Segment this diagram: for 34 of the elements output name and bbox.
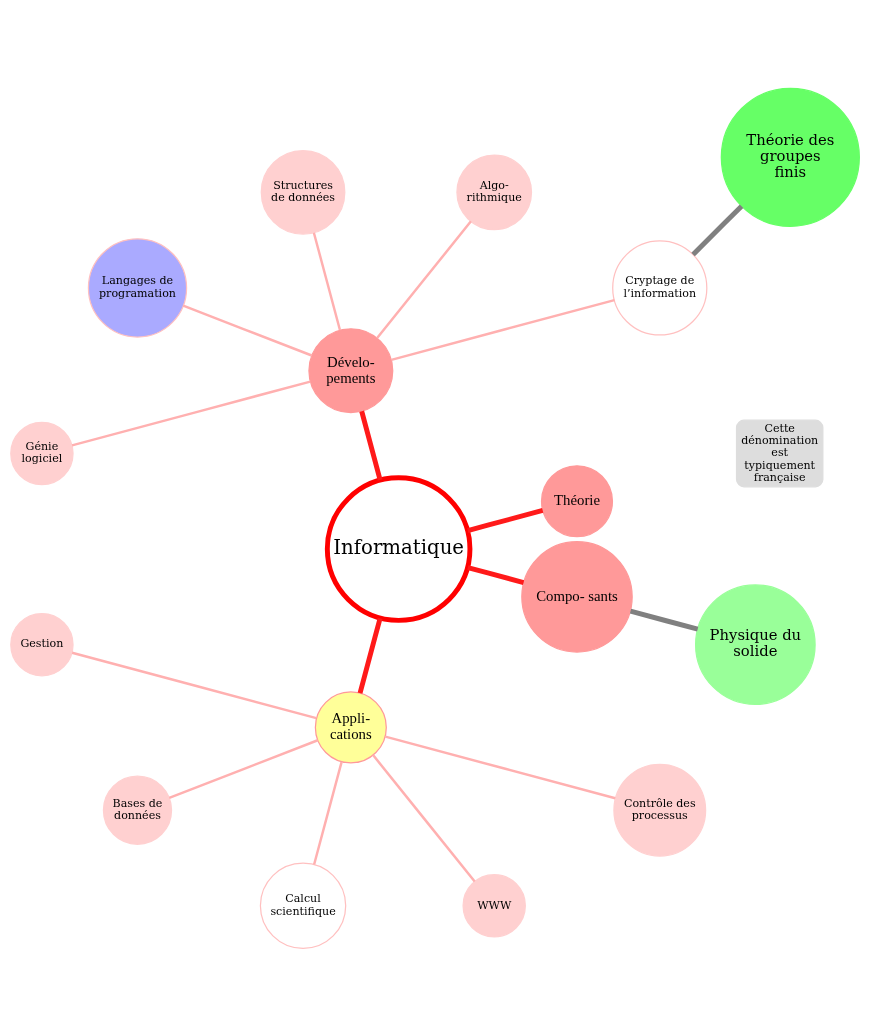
node-circle: Appli- cations (314, 690, 387, 763)
node-circle: Cryptage de l’information (612, 239, 708, 336)
node-circle: Algo- rithmique (456, 153, 533, 230)
connector (391, 298, 615, 361)
connector (312, 231, 342, 330)
node-circle: Théorie (540, 464, 614, 537)
node-circle: Compo- sants (521, 540, 633, 653)
node-circle: Bases de données (102, 775, 173, 845)
connector (71, 651, 317, 719)
node-circle: Structures de données (260, 149, 346, 235)
connector (691, 203, 744, 256)
node-circle: Informatique (324, 474, 473, 623)
node-circle: Langages de programation (87, 237, 188, 338)
node-box: Cette dénomination est typiquement française (735, 419, 824, 487)
connector (376, 220, 472, 339)
node-circle: Génie logiciel (10, 421, 74, 485)
connector (372, 753, 476, 882)
node-circle: Théorie des groupes finis (720, 87, 860, 227)
connector (357, 617, 383, 694)
connector (629, 608, 699, 632)
connector (312, 761, 343, 865)
node-circle: Physique du solide (695, 583, 816, 705)
node-circle: WWW (462, 873, 526, 938)
node-circle: Dévelo- pements (308, 327, 394, 413)
connector (467, 564, 525, 585)
connector (71, 379, 311, 447)
node-circle: Calcul scientifique (259, 862, 347, 949)
node-circle: Contrôle des processus (613, 763, 707, 857)
connector (168, 738, 319, 799)
connector (385, 735, 616, 799)
connector (359, 410, 383, 480)
connector (182, 304, 313, 357)
connector (467, 507, 544, 533)
node-circle: Gestion (10, 612, 74, 676)
